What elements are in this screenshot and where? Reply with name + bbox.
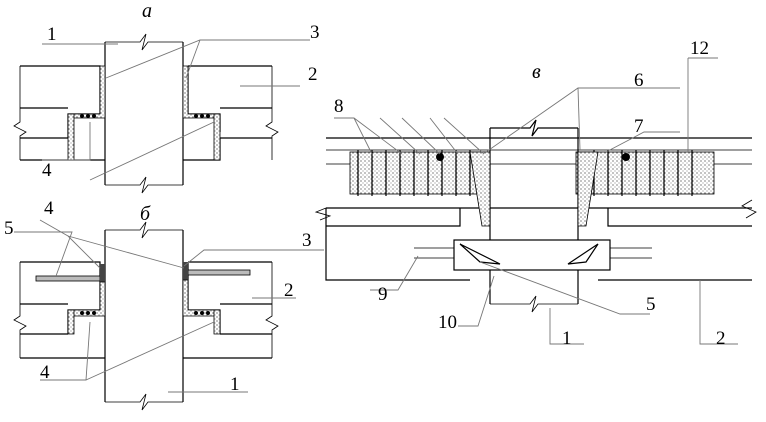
label-v-8: 8 [334, 96, 344, 117]
label-v-12: 12 [690, 38, 709, 59]
label-b-3: 3 [302, 230, 312, 251]
label-b-1: 1 [230, 374, 240, 395]
title-b: б [140, 203, 151, 225]
label-a-2: 2 [308, 64, 318, 85]
label-v-10: 10 [438, 312, 457, 333]
panel-a: а 1 3 2 4 [13, 0, 320, 194]
label-v-6: 6 [634, 70, 644, 91]
panel-b: б 4 5 3 2 4 1 [4, 198, 324, 411]
label-v-1: 1 [562, 328, 572, 349]
panel-v: в 8 6 7 12 9 10 5 1 2 [314, 38, 757, 349]
label-v-2: 2 [716, 328, 726, 349]
label-v-5: 5 [646, 294, 656, 315]
label-v-7: 7 [634, 116, 644, 137]
title-a: а [142, 0, 152, 22]
label-a-4: 4 [42, 160, 52, 181]
label-a-3: 3 [310, 22, 320, 43]
label-b-2: 2 [284, 280, 294, 301]
label-b-4-bottom: 4 [40, 362, 50, 383]
label-a-1: 1 [47, 24, 57, 45]
title-v: в [532, 61, 541, 83]
label-b-4-top: 4 [44, 198, 54, 219]
label-v-9: 9 [378, 284, 388, 305]
label-b-5: 5 [4, 218, 14, 239]
